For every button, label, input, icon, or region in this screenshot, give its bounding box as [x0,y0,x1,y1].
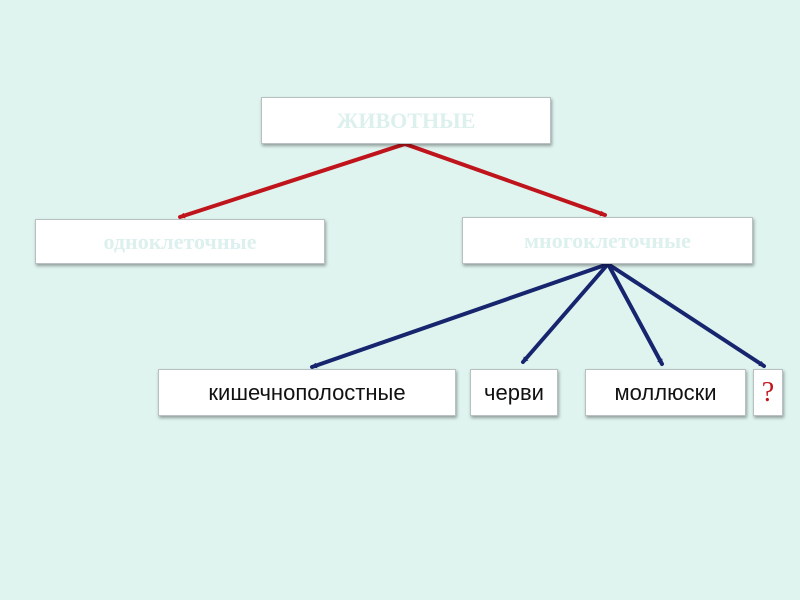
arrow-animals-to-multicellular [403,142,607,217]
node-worms: черви [470,369,558,416]
node-cnidarians-label: кишечнополостные [208,379,406,405]
node-multicellular-label: многоклеточные [524,227,691,253]
node-mollusks: моллюски [585,369,746,416]
arrow-multicellular-to-mollusks [606,262,664,366]
node-cnidarians: кишечнополостные [158,369,456,416]
arrow-multicellular-to-worms [521,262,610,364]
node-multicellular: многоклеточные [462,217,753,264]
node-worms-label: черви [484,379,544,405]
node-unknown: ? [753,369,783,416]
root-node-animals: ЖИВОТНЫЕ [261,97,551,144]
arrow-multicellular-to-unknown [606,262,766,368]
node-unicellular: одноклеточные [35,219,325,264]
arrow-animals-to-unicellular [178,142,407,219]
arrow-multicellular-to-cnidarians [310,262,610,369]
node-unknown-label: ? [761,376,775,408]
node-unicellular-label: одноклеточные [103,228,257,254]
root-node-label: ЖИВОТНЫЕ [336,107,476,133]
node-mollusks-label: моллюски [614,379,717,405]
